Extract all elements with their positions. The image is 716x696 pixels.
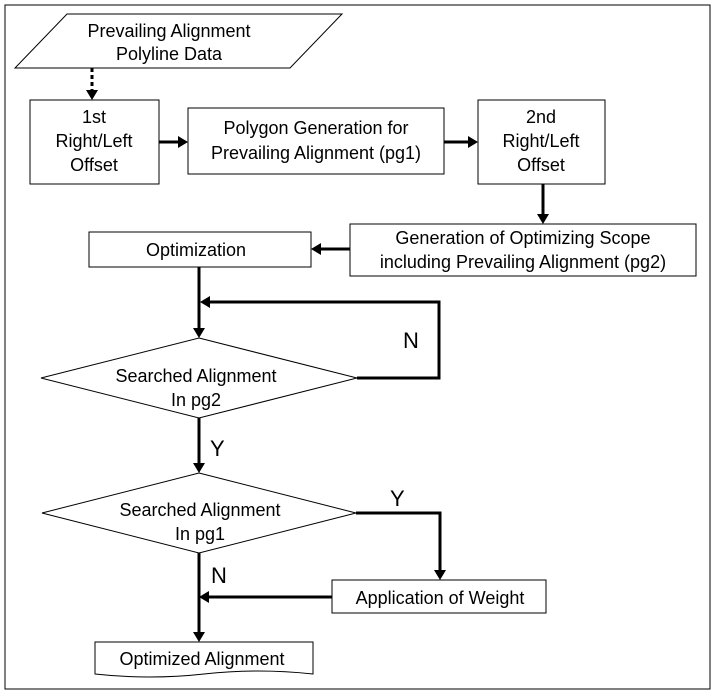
- edge-decision-pg2-no-arrowhead: [200, 296, 210, 308]
- node-polygon-line1: Polygon Generation for: [223, 118, 408, 138]
- node-offset1-line1: 1st: [82, 107, 106, 127]
- edge-label-pg1-yes: Y: [390, 486, 405, 511]
- node-optimization-label: Optimization: [146, 240, 246, 260]
- node-decision-pg2-line1: Searched Alignment: [115, 366, 276, 386]
- edge-label-pg1-no: N: [211, 563, 227, 588]
- node-output-label: Optimized Alignment: [119, 649, 284, 669]
- node-weight-label: Application of Weight: [356, 588, 525, 608]
- diagram-frame: [4, 4, 711, 690]
- node-decision-pg2: Searched Alignment In pg2: [40, 337, 358, 419]
- node-decision-pg2-line2: In pg2: [171, 390, 221, 410]
- node-polygon-line2: Prevailing Alignment (pg1): [211, 143, 421, 163]
- edge-decision-pg1-yes: [356, 511, 442, 572]
- edge-optimization-to-decision-pg2-arrowhead: [193, 328, 205, 338]
- node-offset1: 1st Right/Left Offset: [29, 99, 160, 185]
- node-decision-pg1-line1: Searched Alignment: [119, 500, 280, 520]
- edge-decision-pg2-yes-arrowhead: [193, 463, 205, 473]
- node-offset2-line3: Offset: [517, 155, 565, 175]
- node-input-line1: Prevailing Alignment: [87, 21, 250, 41]
- node-input: Prevailing Alignment Polyline Data: [13, 13, 344, 69]
- edge-decision-pg1-no-arrowhead: [193, 632, 205, 642]
- node-offset2-line2: Right/Left: [502, 131, 579, 151]
- node-input-line2: Polyline Data: [116, 44, 223, 64]
- edge-decision-pg2-no-loop: [208, 300, 441, 380]
- edge-label-pg2-no: N: [403, 328, 419, 353]
- edge-input-to-offset1-arrowhead: [86, 90, 98, 100]
- node-scope-line1: Generation of Optimizing Scope: [395, 228, 650, 248]
- node-optimizing-scope: Generation of Optimizing Scope including…: [349, 223, 697, 277]
- node-optimized-alignment: Optimized Alignment: [94, 641, 314, 678]
- node-offset2: 2nd Right/Left Offset: [477, 99, 606, 185]
- edge-offset2-to-scope-arrowhead: [537, 214, 549, 224]
- node-application-of-weight: Application of Weight: [331, 579, 547, 614]
- node-scope-line2: including Prevailing Alignment (pg2): [380, 252, 666, 272]
- edge-polygon-to-offset2-arrowhead: [468, 136, 478, 148]
- node-decision-pg1-line2: In pg1: [175, 524, 225, 544]
- node-optimization: Optimization: [88, 231, 312, 268]
- node-offset1-line3: Offset: [70, 155, 118, 175]
- edge-decision-pg1-yes-arrowhead: [434, 570, 446, 580]
- node-decision-pg1: Searched Alignment In pg1: [41, 472, 357, 554]
- edge-scope-to-optimization-arrowhead: [311, 243, 321, 255]
- node-polygon-generation: Polygon Generation for Prevailing Alignm…: [187, 107, 445, 175]
- node-offset2-line1: 2nd: [526, 107, 556, 127]
- edge-label-pg2-yes: Y: [210, 436, 225, 461]
- edge-weight-to-main-line-arrowhead: [199, 591, 209, 603]
- node-offset1-line2: Right/Left: [55, 131, 132, 151]
- edge-offset1-to-polygon-arrowhead: [178, 136, 188, 148]
